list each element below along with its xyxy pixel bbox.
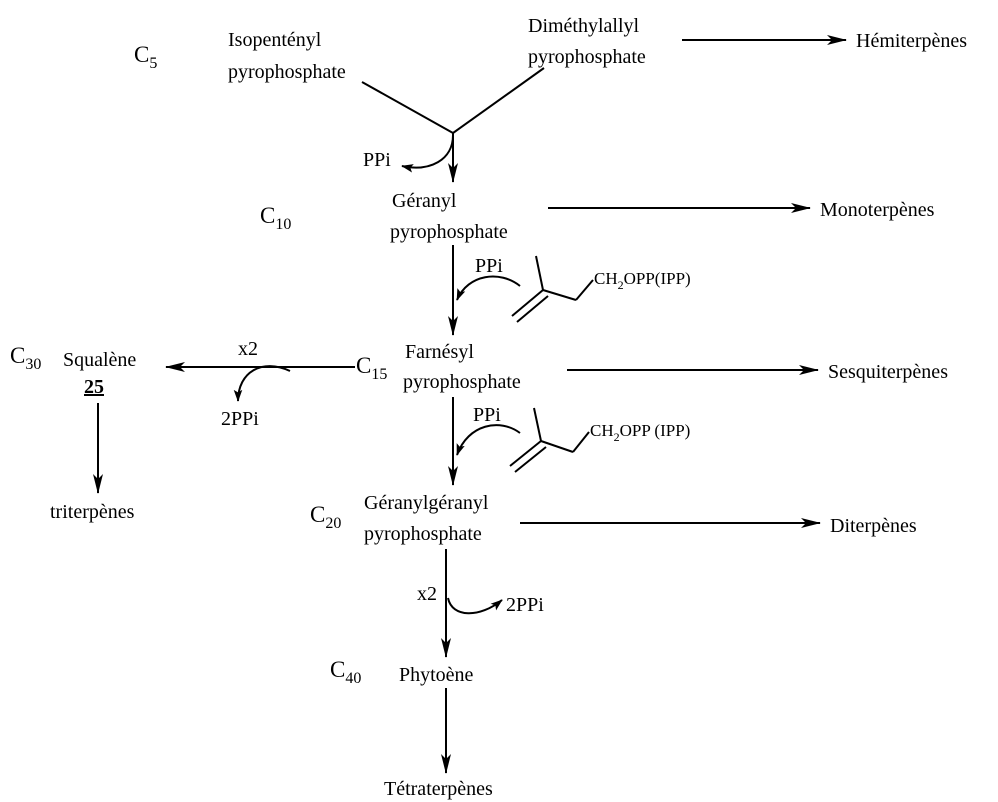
ipp-converge-line xyxy=(361,81,454,134)
ipp-skeleton-1-chain-b xyxy=(575,279,594,301)
2ppi-release-curve-squalene xyxy=(233,365,291,402)
ppi-label-2: PPi xyxy=(475,255,503,277)
ipp-name-line1: Isopentényl xyxy=(228,29,322,51)
dmapp-name-line1: Diméthylallyl xyxy=(528,15,640,37)
ipp-reagent-formula-2: CH2OPP (IPP) xyxy=(590,421,690,444)
ipp-name-line2: pyrophosphate xyxy=(228,61,346,83)
phytoene-name: Phytoène xyxy=(399,664,474,686)
carbon-c20: C20 xyxy=(310,502,341,532)
gpp-name-line2: pyrophosphate xyxy=(390,221,508,243)
2ppi-label-phytoene: 2PPi xyxy=(506,594,544,616)
x2-label-squalene: x2 xyxy=(238,338,258,360)
ipp-skeleton-1-double-b xyxy=(516,295,549,323)
x2-label-phytoene: x2 xyxy=(417,583,437,605)
ggpp-name-line1: Géranylgéranyl xyxy=(364,492,489,514)
product-monoterpenes: Monoterpènes xyxy=(820,199,935,221)
ipp-incoming-curve-2 xyxy=(456,424,521,456)
squalene-number: 25 xyxy=(84,376,104,398)
ipp-skeleton-2-chain-b xyxy=(572,431,590,453)
product-hemiterpenes: Hémiterpènes xyxy=(856,30,967,52)
ppi-label-1: PPi xyxy=(363,149,391,171)
ipp-reagent-formula-1: CH2OPP(IPP) xyxy=(594,269,691,292)
2ppi-release-curve-phytoene xyxy=(447,597,503,615)
ipp-incoming-curve-1 xyxy=(456,275,521,301)
product-diterpenes: Diterpènes xyxy=(830,515,917,537)
dmapp-name-line2: pyrophosphate xyxy=(528,46,646,68)
carbon-c5: C5 xyxy=(134,42,157,72)
dmapp-converge-line xyxy=(452,67,545,134)
carbon-c40: C40 xyxy=(330,657,361,687)
ipp-skeleton-1-chain-a xyxy=(542,289,577,301)
ipp-skeleton-2-methyl xyxy=(533,407,542,442)
gpp-name-line1: Géranyl xyxy=(392,190,457,212)
product-tetraterpenes: Tétraterpènes xyxy=(384,778,493,800)
fpp-name-line1: Farnésyl xyxy=(405,341,474,363)
carbon-c15: C15 xyxy=(356,353,387,383)
product-triterpenes: triterpènes xyxy=(50,501,135,523)
ipp-skeleton-2-chain-a xyxy=(540,440,574,453)
ppi-release-curve-1 xyxy=(401,134,454,173)
carbon-c10: C10 xyxy=(260,203,291,233)
ipp-skeleton-2-double-b xyxy=(514,446,547,473)
product-sesquiterpenes: Sesquiterpènes xyxy=(828,361,948,383)
ggpp-name-line2: pyrophosphate xyxy=(364,523,482,545)
ipp-skeleton-1-double-a xyxy=(511,289,544,317)
carbon-c30: C30 xyxy=(10,343,41,373)
ipp-skeleton-2-double-a xyxy=(509,440,542,467)
2ppi-label-squalene: 2PPi xyxy=(221,408,259,430)
ppi-label-3: PPi xyxy=(473,404,501,426)
squalene-name: Squalène xyxy=(63,349,136,371)
ipp-skeleton-1-methyl xyxy=(535,255,544,291)
fpp-name-line2: pyrophosphate xyxy=(403,371,521,393)
